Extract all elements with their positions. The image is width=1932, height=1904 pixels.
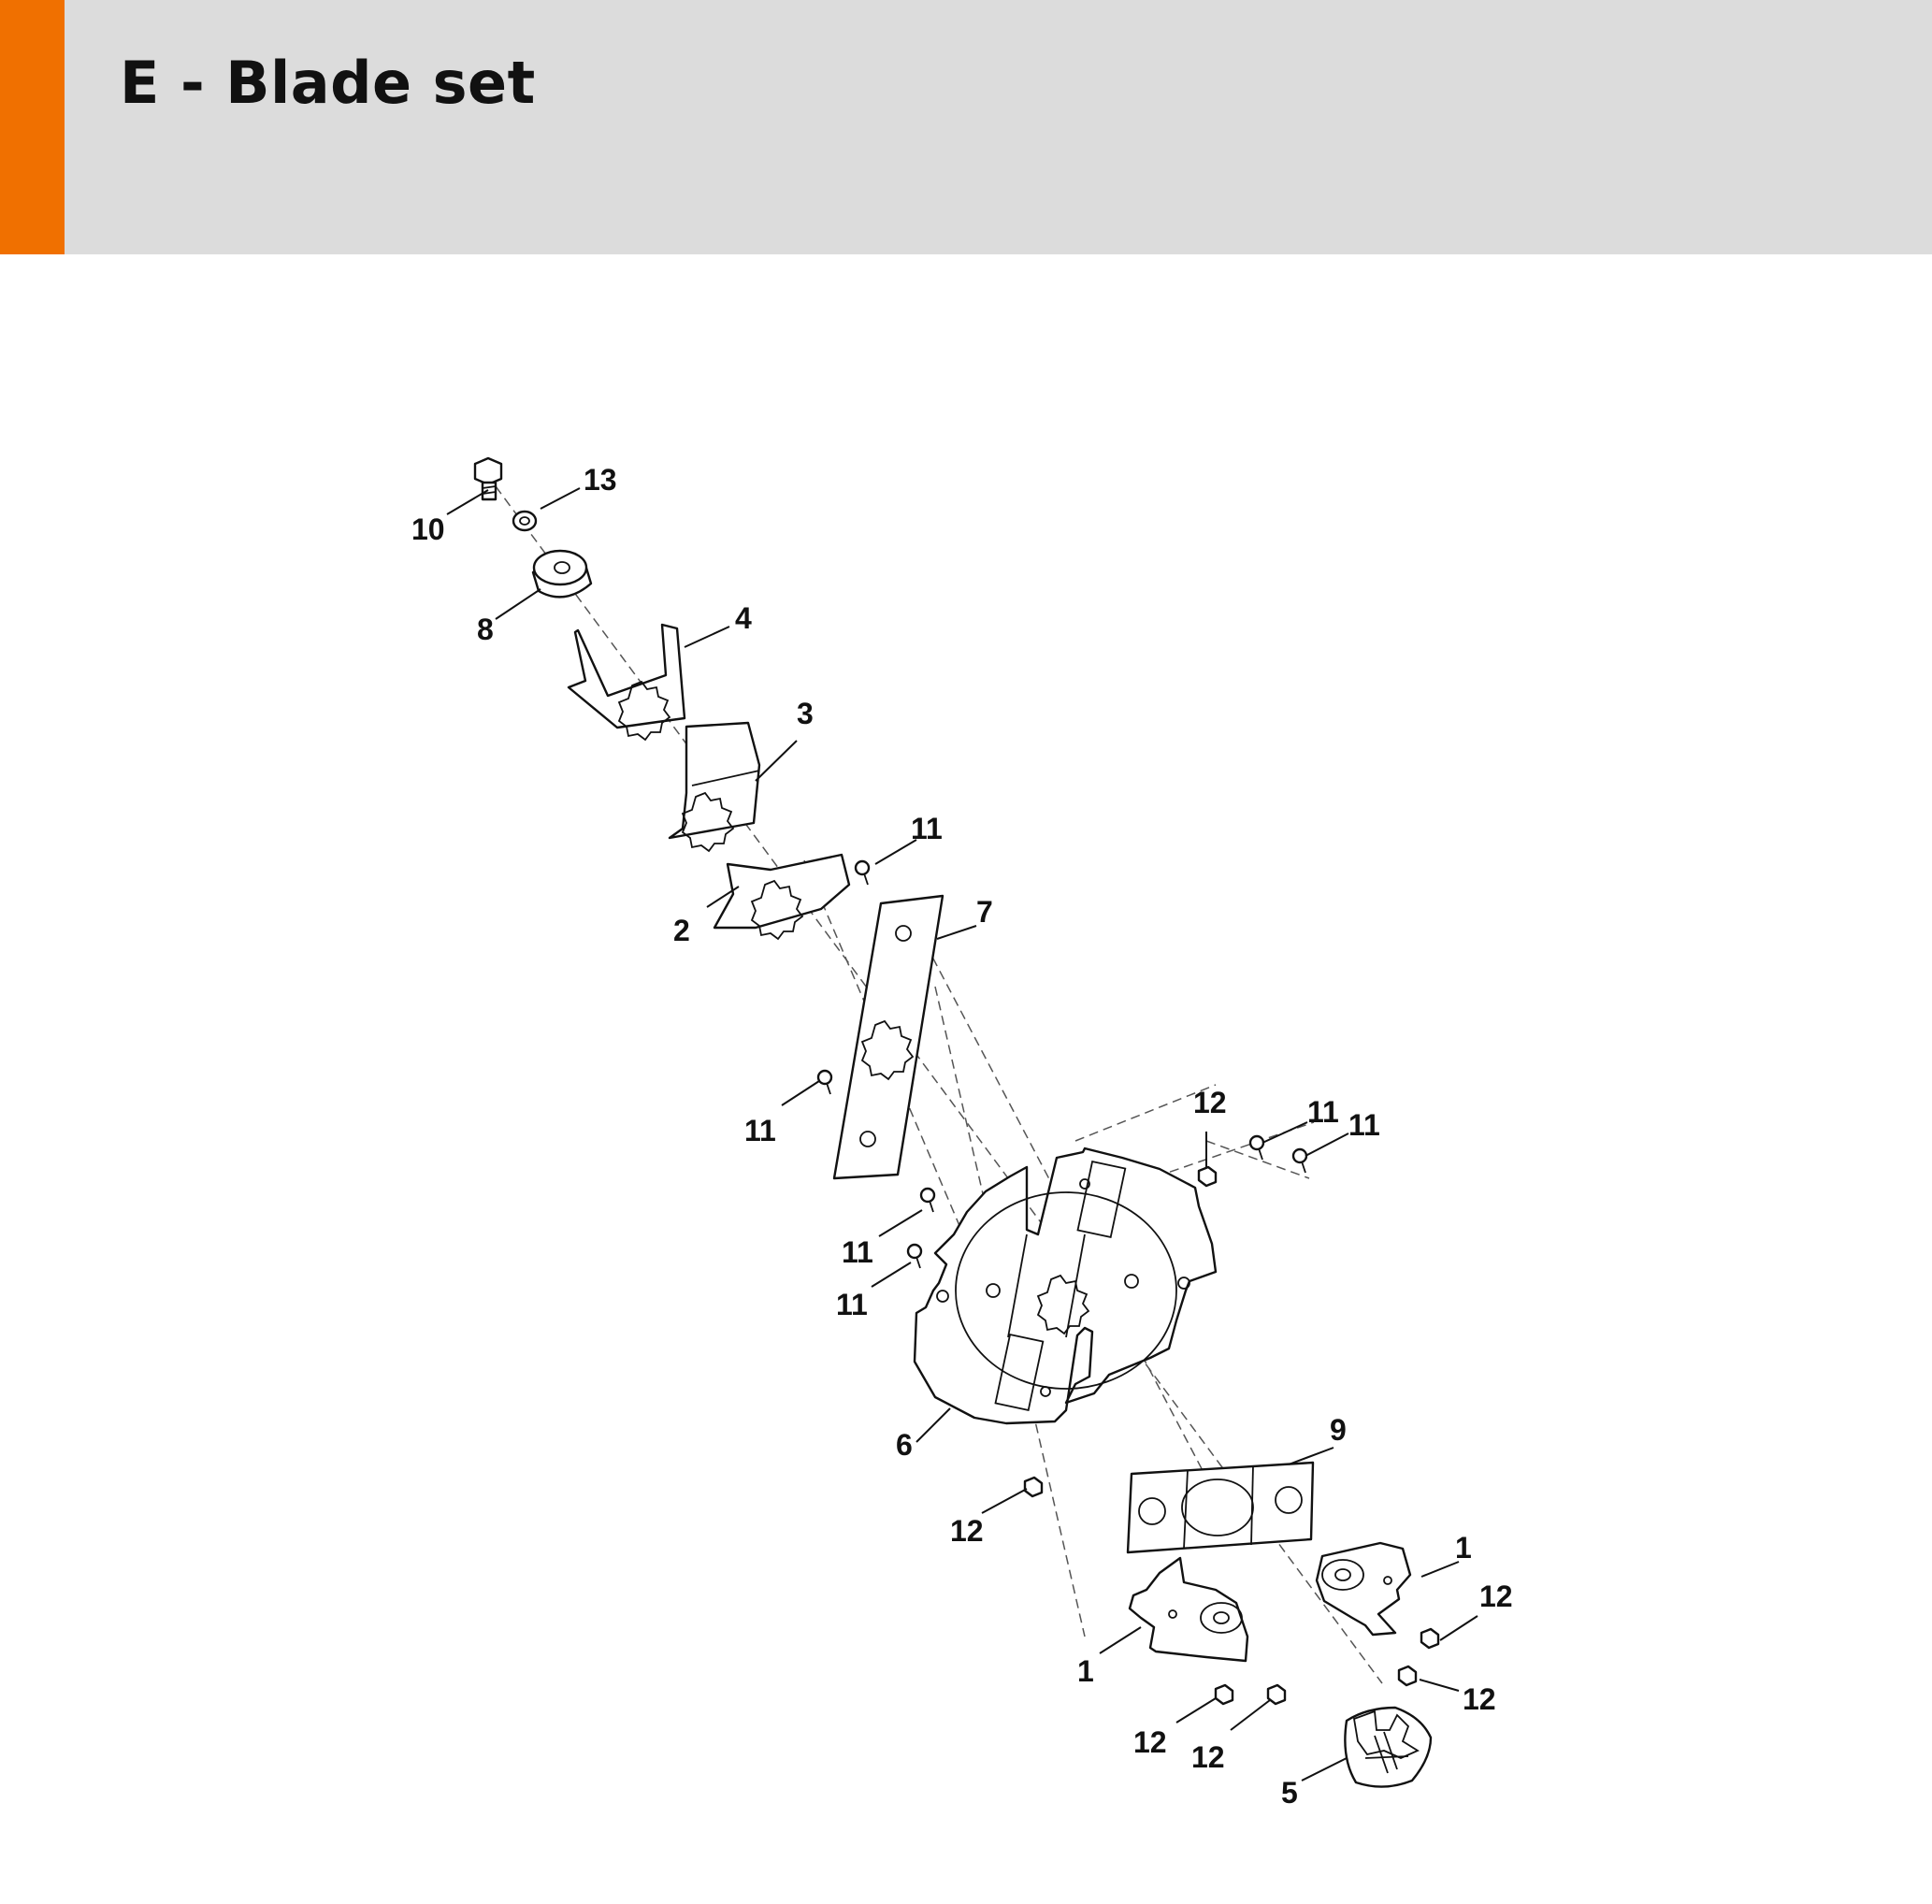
callout-11: 11: [842, 1235, 873, 1269]
part-blade-holder-right: [1315, 1541, 1412, 1637]
part-hex-bolt: [473, 456, 503, 501]
screw-icon: [1248, 1134, 1265, 1161]
callout-1: 1: [1455, 1531, 1472, 1565]
header-accent-stripe: [0, 0, 65, 254]
nut-icon: [1420, 1627, 1440, 1650]
callout-12: 12: [1191, 1740, 1225, 1774]
part-adapter-plate: [1126, 1461, 1315, 1554]
callout-12: 12: [950, 1514, 984, 1548]
callout-12: 12: [1133, 1725, 1167, 1759]
callout-3: 3: [797, 697, 814, 730]
screw-icon: [854, 859, 871, 886]
screw-icon: [906, 1243, 923, 1269]
screw-icon: [1291, 1147, 1308, 1174]
callout-11: 11: [1307, 1095, 1339, 1129]
callout-2: 2: [673, 914, 690, 947]
callout-10: 10: [411, 512, 445, 546]
part-drive-hub: [1344, 1706, 1433, 1788]
part-upper-bracket: [567, 623, 686, 742]
callout-11: 11: [744, 1114, 776, 1147]
screw-icon: [919, 1187, 936, 1213]
part-washer: [512, 510, 538, 532]
callout-8: 8: [477, 613, 494, 646]
nut-icon: [1214, 1683, 1234, 1706]
callout-7: 7: [976, 895, 993, 929]
page-title: E - Blade set: [120, 49, 536, 117]
callout-4: 4: [735, 601, 752, 635]
part-blade-holder-left: [1128, 1556, 1249, 1663]
callout-11: 11: [911, 812, 943, 845]
callout-12: 12: [1193, 1086, 1227, 1119]
callout-13: 13: [584, 463, 617, 497]
header-bar: E - Blade set: [0, 0, 1932, 254]
part-bushing: [531, 549, 593, 599]
nut-icon: [1397, 1665, 1418, 1687]
callout-11: 11: [1348, 1108, 1380, 1142]
callout-5: 5: [1281, 1776, 1298, 1810]
part-mower-blade: [832, 894, 944, 1180]
screw-icons: [816, 859, 1308, 1269]
callout-11: 11: [836, 1288, 868, 1321]
callout-1: 1: [1077, 1654, 1094, 1688]
part-blade-carrier-disc: [913, 1147, 1218, 1425]
nut-icon: [1023, 1476, 1044, 1498]
callout-labels: 10 13 8 4 3 2 11 7 11 12 11 11 11 11 6 9…: [411, 463, 1513, 1810]
part-lower-bracket: [713, 853, 851, 941]
screw-icon: [816, 1069, 833, 1095]
callout-9: 9: [1330, 1413, 1347, 1447]
nut-icons: [1023, 1165, 1440, 1706]
part-middle-bracket: [668, 721, 761, 853]
callout-12: 12: [1463, 1682, 1496, 1716]
callout-6: 6: [896, 1428, 913, 1462]
callout-12: 12: [1479, 1579, 1513, 1613]
leader-lines: [446, 487, 1478, 1781]
nut-icon: [1197, 1165, 1218, 1188]
nut-icon: [1266, 1683, 1287, 1706]
